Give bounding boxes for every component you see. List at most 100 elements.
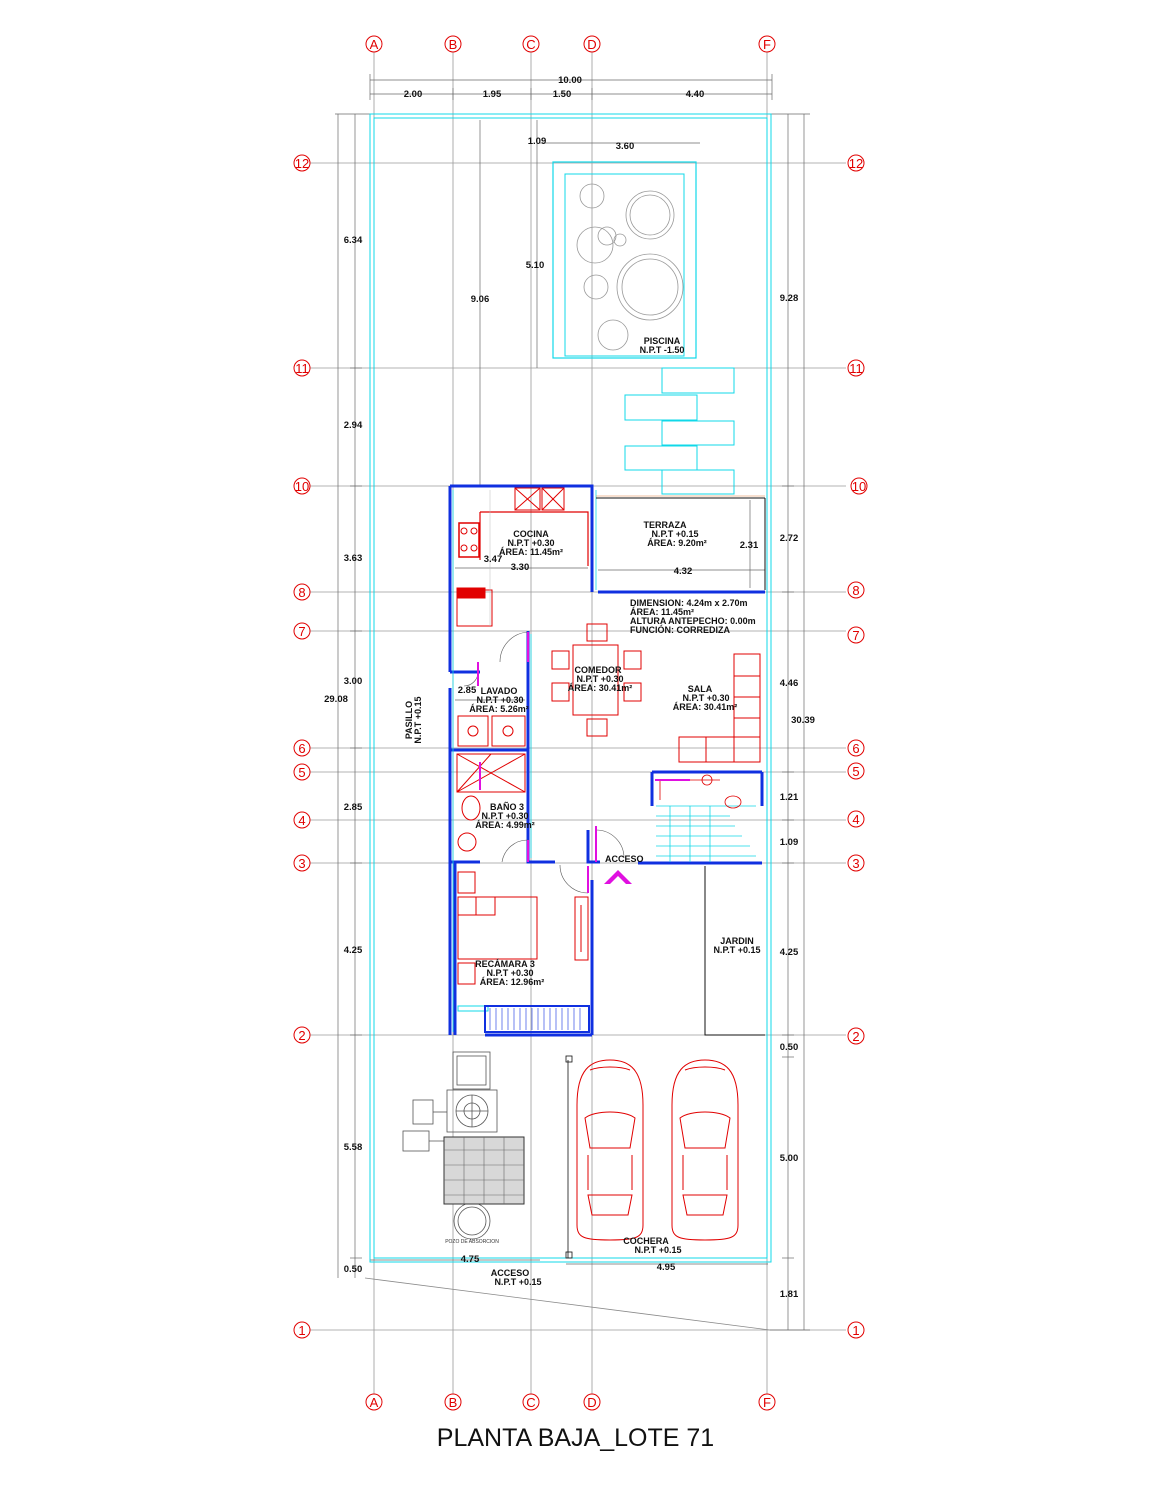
cocina-area: ÁREA: 11.45m² — [499, 547, 563, 557]
axis-grid — [310, 52, 846, 1394]
axis-bubble-B-bottom — [444, 1393, 462, 1411]
axis-bubble-12-left — [293, 154, 311, 172]
axis-bubble-12-right — [847, 154, 865, 172]
dim-left-8: 0.50 — [344, 1264, 363, 1275]
dim-pool-width: 3.60 — [616, 141, 635, 152]
dim-kitchen-width: 3.30 — [511, 562, 530, 573]
axis-bubble-6-right — [847, 739, 865, 757]
axis-bubble-5-right — [847, 762, 865, 780]
comedor-label: COMEDOR — [575, 665, 623, 675]
axis-bubble-2-right — [847, 1027, 865, 1045]
comedor-level: N.P.T +0.30 — [576, 674, 623, 684]
bedroom-closet — [484, 1005, 590, 1033]
axis-label-A-bottom: A — [370, 1395, 379, 1410]
property-boundary — [369, 113, 772, 1263]
staircase — [656, 805, 756, 862]
axis-label-11-right: 11 — [849, 361, 863, 376]
axis-bubble-8-right — [847, 581, 865, 599]
piscina-level: N.P.T -1.50 — [640, 345, 685, 355]
drawing-title: PLANTA BAJA_LOTE 71 — [436, 1424, 715, 1452]
bano-level: N.P.T +0.30 — [481, 811, 528, 821]
dim-terrace-height: 2.31 — [740, 540, 759, 551]
dim-left-3: 3.63 — [344, 553, 363, 564]
dim-right-7: 5.00 — [780, 1153, 799, 1164]
axis-bubble-10-right — [850, 477, 868, 495]
cocina-label: COCINA — [513, 529, 549, 539]
axis-label-1-right: 1 — [852, 1323, 859, 1338]
dim-right-top: 9.28 — [780, 293, 799, 304]
axis-label-4-right: 4 — [852, 812, 859, 827]
pasillo-label: PASILLO — [404, 701, 414, 739]
recamara-area: ÁREA: 12.96m² — [480, 977, 545, 987]
laundry-fixtures — [457, 715, 526, 747]
dim-left-1: 6.34 — [344, 235, 363, 246]
comedor-area: ÁREA: 30.41m² — [568, 683, 633, 693]
axis-label-12-left: 12 — [295, 156, 309, 171]
dim-top-1: 2.00 — [404, 89, 423, 100]
sala-area: ÁREA: 30.41m² — [673, 702, 738, 712]
entrance-door — [595, 826, 632, 884]
axis-label-B-bottom: B — [449, 1395, 458, 1410]
window-note-function: FUNCIÓN: CORREDIZA — [630, 624, 730, 635]
axis-label-7-left: 7 — [298, 624, 305, 639]
axis-label-D-top: D — [587, 37, 596, 52]
axis-bubble-1-left — [293, 1321, 311, 1339]
acceso-interior-label: ACCESO — [605, 854, 644, 864]
dim-pool-height: 5.10 — [526, 260, 545, 271]
front-property-edge — [364, 1277, 771, 1331]
dim-front-left: 4.75 — [461, 1254, 480, 1265]
dim-left-total: 29.08 — [324, 694, 348, 705]
axis-label-11-left: 11 — [295, 361, 309, 376]
axis-label-5-left: 5 — [298, 765, 305, 780]
axis-label-3-left: 3 — [298, 856, 305, 871]
axis-label-D-bottom: D — [587, 1395, 596, 1410]
axis-bubble-5-left — [293, 763, 311, 781]
septic-hatch — [444, 1137, 524, 1204]
axis-bubble-A-bottom — [365, 1393, 383, 1411]
bedroom-furniture — [457, 871, 589, 1012]
dim-left-6: 4.25 — [344, 945, 363, 956]
axis-bubble-4-right — [847, 810, 865, 828]
axis-label-6-left: 6 — [298, 741, 305, 756]
dim-left-7: 5.58 — [344, 1142, 363, 1153]
terraza-level: N.P.T +0.15 — [651, 529, 698, 539]
jardin-label: JARDIN — [720, 936, 754, 946]
axis-label-4-left: 4 — [298, 813, 305, 828]
axis-bubble-C-top — [522, 35, 540, 53]
axis-bubble-B-top — [444, 35, 462, 53]
walls — [448, 484, 765, 1037]
cochera-label: COCHERA — [623, 1236, 669, 1246]
cochera-level: N.P.T +0.15 — [634, 1245, 681, 1255]
sala-level: N.P.T +0.30 — [682, 693, 729, 703]
dim-terrace-width: 4.32 — [674, 566, 693, 577]
axis-label-1-left: 1 — [298, 1323, 305, 1338]
dim-top-total: 10.00 — [558, 75, 582, 86]
axis-label-12-right: 12 — [849, 156, 863, 171]
dim-right-4: 1.09 — [780, 837, 799, 848]
bano-area: ÁREA: 4.99m² — [475, 820, 535, 830]
axis-label-2-left: 2 — [298, 1028, 305, 1043]
recamara-level: N.P.T +0.30 — [486, 968, 533, 978]
pozo-label: POZO DE ABSORCION — [445, 1239, 499, 1245]
carport-outline — [565, 1055, 573, 1259]
terrace — [596, 497, 766, 590]
dim-right-5: 4.25 — [780, 947, 799, 958]
bano-label: BAÑO 3 — [490, 802, 524, 812]
axis-bubble-4-left — [293, 811, 311, 829]
axis-bubble-1-right — [847, 1321, 865, 1339]
axis-bubble-F-bottom — [758, 1393, 776, 1411]
dim-left-2: 2.94 — [344, 420, 363, 431]
closet-hatch — [489, 1008, 581, 1030]
axis-label-C-top: C — [526, 37, 535, 52]
jardin-level: N.P.T +0.15 — [713, 945, 760, 955]
axis-label-C-bottom: C — [526, 1395, 535, 1410]
dim-right-8: 1.81 — [780, 1289, 799, 1300]
dim-front-right: 4.95 — [657, 1262, 676, 1273]
dim-top-4: 4.40 — [686, 89, 705, 100]
dim-laundry-width: 2.85 — [458, 685, 477, 696]
axis-label-10-right: 10 — [852, 479, 866, 494]
dim-kitchen-height: 3.47 — [484, 554, 503, 565]
window-note-dimension: DIMENSION: 4.24m x 2.70m — [630, 598, 748, 608]
piscina-label: PISCINA — [644, 336, 681, 346]
